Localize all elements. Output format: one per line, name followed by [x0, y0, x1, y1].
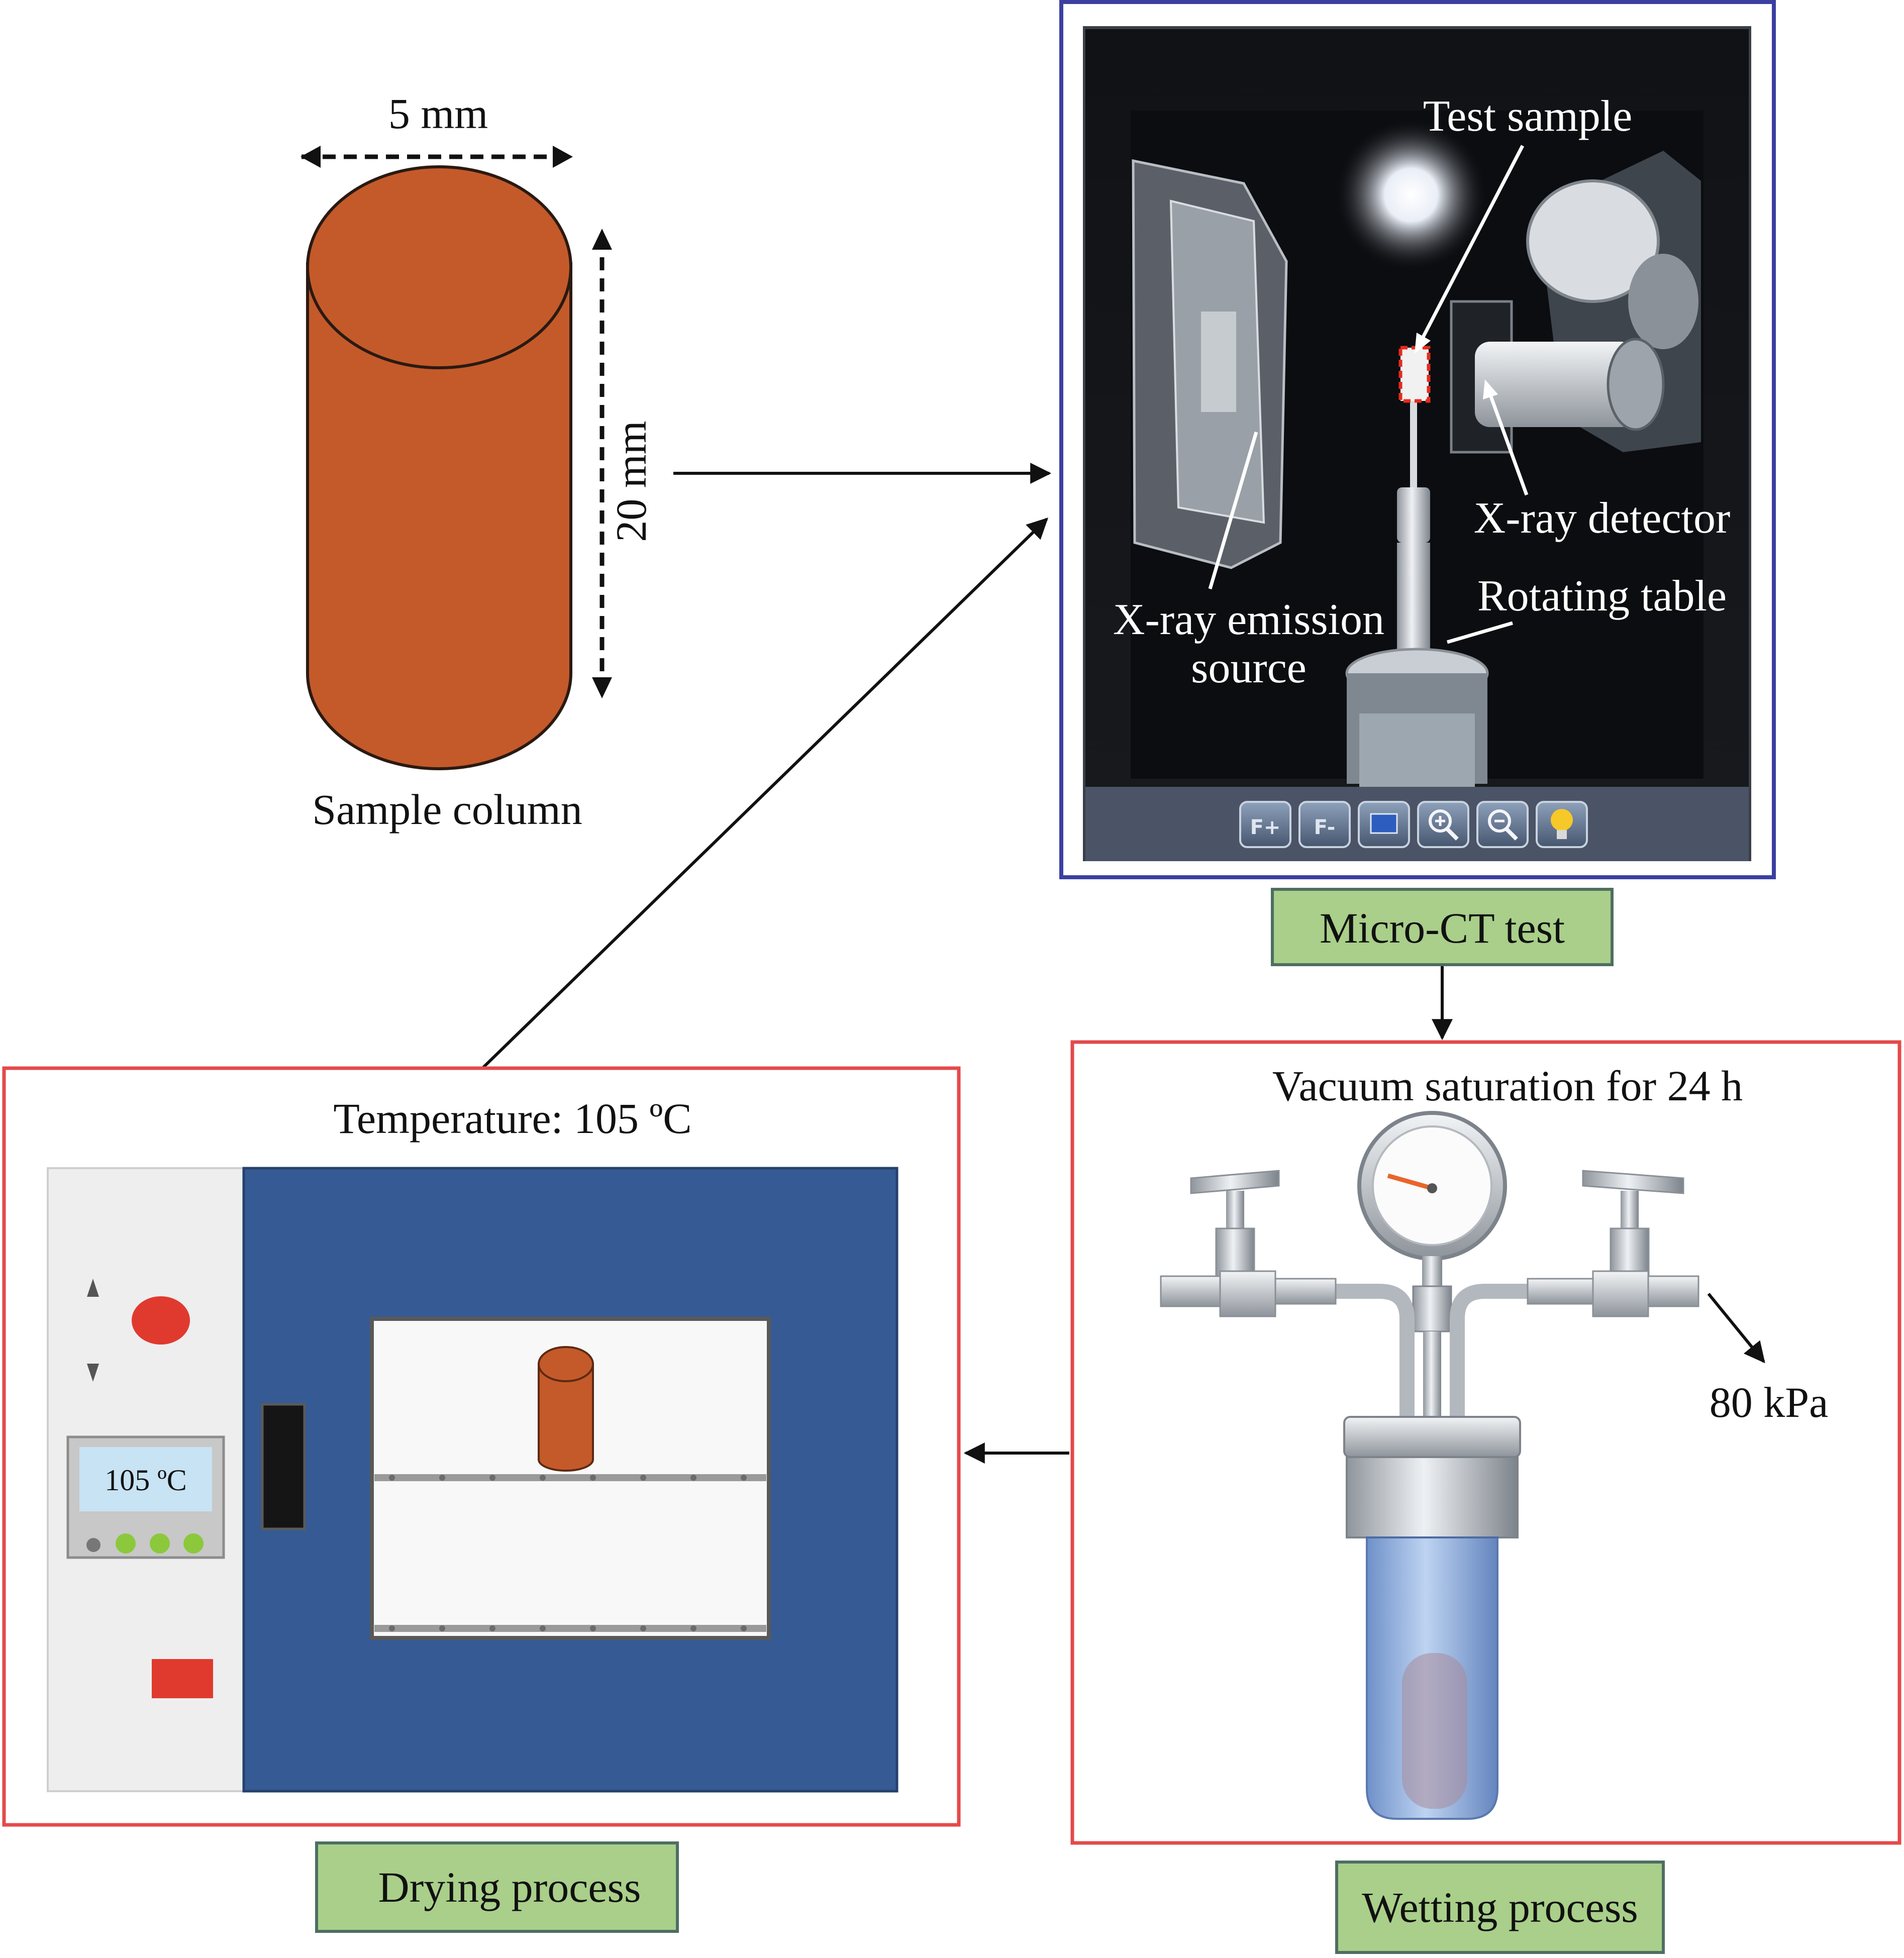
- sample-chuck: [1397, 487, 1430, 543]
- oven-shelf-upper: [374, 1474, 766, 1481]
- height-arrow-bottom-head: [592, 677, 612, 698]
- display-icon: [1370, 813, 1398, 834]
- pressure-gauge-icon: [1357, 1111, 1507, 1261]
- microct-panel: Test sample X-ray detector Rotating tabl…: [1059, 0, 1776, 879]
- zoom-out-icon: [1488, 809, 1518, 841]
- pressure-arrow: [1707, 1293, 1765, 1364]
- vessel-sample: [1402, 1653, 1467, 1809]
- xray-source-label-line2: source: [1191, 644, 1307, 692]
- center-pipe: [1423, 1331, 1441, 1422]
- drying-panel: Temperature: 105 ºC 105 ºC: [2, 1066, 961, 1827]
- sample-cylinder-body: [306, 262, 572, 770]
- drying-caption-text: Drying process: [378, 1863, 641, 1911]
- oven-handle[interactable]: [261, 1403, 306, 1530]
- xray-source-label-line1: X-ray emission: [1113, 595, 1384, 644]
- rotating-table-label: Rotating table: [1477, 572, 1727, 621]
- wetting-panel: Vacuum saturation for 24 h: [1070, 1040, 1901, 1845]
- oven-sample-top: [538, 1346, 594, 1382]
- height-arrow-top-head: [592, 229, 612, 250]
- toolbar-button-zoom-in[interactable]: [1417, 801, 1469, 848]
- wetting-caption-text: Wetting process: [1362, 1883, 1638, 1931]
- toolbar-button-display[interactable]: [1358, 801, 1410, 848]
- detector-pointer: [1485, 386, 1529, 496]
- table-column: [1359, 713, 1475, 787]
- shelf-rivets: [389, 1475, 747, 1631]
- light-bulb-icon: [1551, 809, 1573, 839]
- toolbar-button-focus-minus[interactable]: F-: [1298, 801, 1351, 848]
- source-pointer: [1208, 432, 1258, 589]
- detector-pointer-head: [1483, 379, 1498, 399]
- gauge-fitting: [1412, 1285, 1452, 1332]
- focus-minus-icon: F-: [1314, 816, 1336, 839]
- oven-sample-body: [538, 1363, 594, 1472]
- temperature-display-screen: [79, 1447, 212, 1511]
- microct-caption-text: Micro-CT test: [1320, 904, 1565, 952]
- detector-upper-lens: [1526, 179, 1660, 303]
- toolbar-button-light[interactable]: [1536, 801, 1588, 848]
- toolbar-button-zoom-out[interactable]: [1476, 801, 1529, 848]
- focus-plus-icon: F+: [1250, 816, 1281, 839]
- sample-height-label: 20 mm: [607, 421, 655, 542]
- test-sample-pointer: [1416, 145, 1525, 348]
- up-arrow-icon[interactable]: [87, 1279, 99, 1297]
- pressure-label: 80 kPa: [1710, 1378, 1829, 1426]
- wetting-title: Vacuum saturation for 24 h: [1272, 1062, 1743, 1110]
- gauge-stem: [1422, 1256, 1442, 1286]
- drying-title: Temperature: 105 ºC: [333, 1094, 691, 1143]
- test-sample-pointer-head: [1415, 333, 1431, 354]
- left-valve-icon: [1160, 1170, 1337, 1317]
- test-sample-highlight: [1398, 346, 1431, 403]
- temperature-display-value: 105 ºC: [105, 1464, 187, 1497]
- arrow-drying-to-microct: [481, 518, 1049, 1070]
- oven-shelf-lower: [374, 1625, 766, 1632]
- table-pointer: [1447, 621, 1513, 644]
- sample-column-group: 5 mm 20 mm Sample column: [300, 89, 655, 834]
- sample-column-caption: Sample column: [312, 785, 582, 834]
- detector-barrel: [1475, 342, 1636, 427]
- sample-cylinder-top: [306, 165, 572, 369]
- xray-source-detail: [1201, 312, 1236, 412]
- xray-detector-label: X-ray detector: [1474, 494, 1731, 543]
- width-arrow-right-head: [553, 146, 573, 168]
- control-buttons[interactable]: [86, 1533, 204, 1554]
- oven-indicator-red: [152, 1659, 213, 1698]
- width-arrow-left-head: [300, 146, 321, 168]
- drying-caption: Drying process: [315, 1841, 679, 1933]
- left-pipe: [1327, 1284, 1415, 1422]
- vessel-cap: [1343, 1416, 1521, 1458]
- vessel-collar: [1346, 1456, 1519, 1538]
- detector-lens: [1607, 338, 1665, 431]
- power-indicator: [132, 1296, 190, 1345]
- sample-width-label: 5 mm: [388, 89, 488, 138]
- zoom-in-icon: [1429, 809, 1459, 841]
- lamp-glow: [1336, 120, 1486, 270]
- toolbar-button-focus-plus[interactable]: F+: [1239, 801, 1291, 848]
- down-arrow-icon[interactable]: [87, 1364, 99, 1382]
- microct-caption: Micro-CT test: [1271, 888, 1614, 966]
- right-valve-icon: [1527, 1170, 1699, 1317]
- test-sample-label: Test sample: [1423, 92, 1633, 141]
- detector-upper-lens-inner: [1628, 254, 1698, 349]
- wetting-caption: Wetting process: [1335, 1861, 1665, 1954]
- right-pipe: [1450, 1284, 1538, 1422]
